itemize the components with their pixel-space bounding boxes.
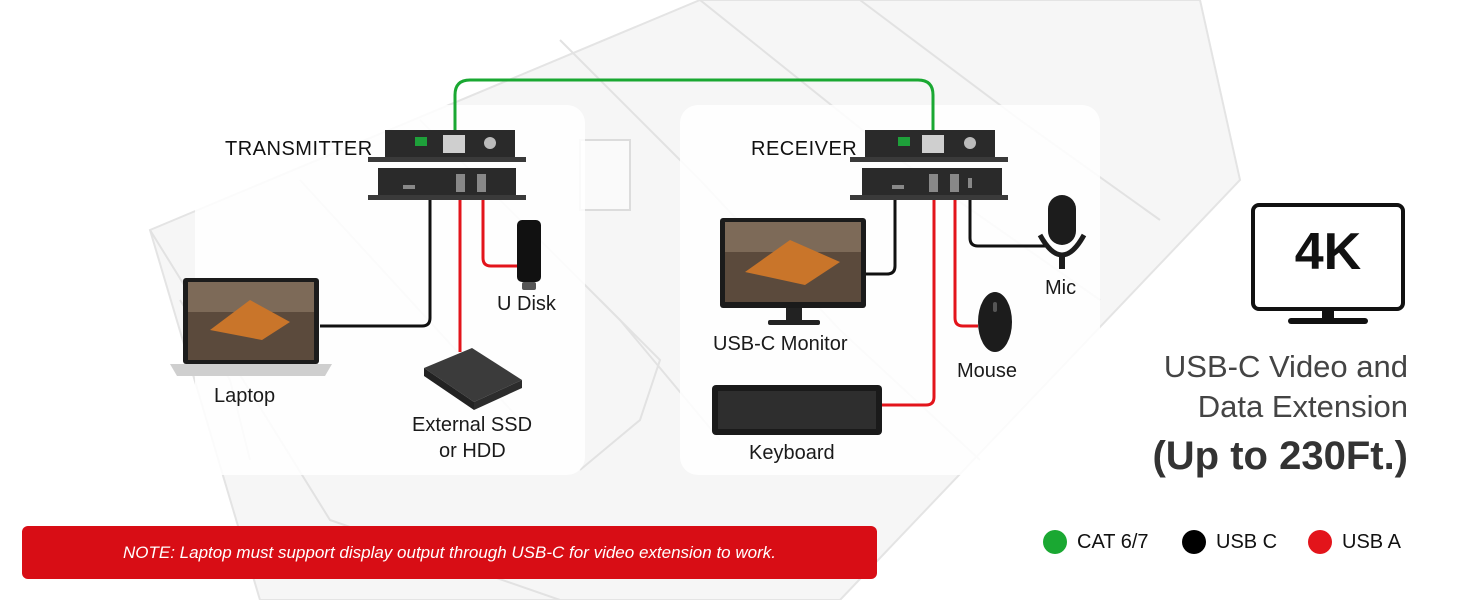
usbc-cable-mic [968, 195, 1045, 248]
keyboard-label: Keyboard [749, 442, 835, 464]
mouse-icon [978, 292, 1012, 352]
cat-cable [453, 78, 935, 135]
usba-cable-keyboard [882, 195, 936, 407]
usba-cable-udisk [481, 195, 520, 268]
headline-line3: (Up to 230Ft.) [1152, 434, 1408, 478]
note-banner: NOTE: Laptop must support display output… [22, 526, 877, 579]
4k-monitor-icon [1251, 203, 1405, 324]
laptop-icon [170, 278, 332, 376]
headline-line1: USB-C Video and [1163, 349, 1408, 384]
mic-icon [1037, 195, 1087, 269]
legend-usbc-label: USB C [1216, 530, 1278, 553]
receiver-device-icon [850, 130, 1008, 200]
cables [320, 78, 1045, 407]
usbc-cable-laptop [320, 195, 432, 328]
legend-cat-dot [1043, 530, 1067, 554]
monitor-label: USB-C Monitor [713, 333, 848, 355]
usbc-cable-monitor [866, 195, 897, 276]
mouse-label: Mouse [957, 360, 1018, 382]
usba-cable-mouse [953, 195, 978, 328]
legend-usba: USB A [1308, 530, 1401, 554]
legend-usba-dot [1308, 530, 1332, 554]
legend-usbc: USB C [1182, 530, 1277, 554]
receiver-title: RECEIVER [751, 138, 858, 160]
ssd-icon [424, 348, 522, 410]
keyboard-icon [712, 385, 882, 435]
ssd-label-line2: or HDD [439, 440, 506, 462]
legend-usba-label: USB A [1342, 530, 1401, 553]
transmitter-title: TRANSMITTER [225, 138, 373, 160]
laptop-label: Laptop [214, 385, 276, 407]
transmitter-device-icon [368, 130, 526, 200]
headline-line2: Data Extension [1197, 389, 1408, 424]
4k-badge: 4K [1294, 223, 1362, 281]
ssd-label-line1: External SSD [412, 414, 533, 436]
monitor-icon [720, 218, 866, 325]
mic-label: Mic [1045, 277, 1077, 299]
legend-usbc-dot [1182, 530, 1206, 554]
legend-cat: CAT 6/7 [1043, 530, 1149, 554]
udisk-icon [517, 220, 541, 290]
udisk-label: U Disk [497, 293, 556, 315]
legend-cat-label: CAT 6/7 [1077, 530, 1149, 553]
note-text: NOTE: Laptop must support display output… [123, 542, 776, 562]
